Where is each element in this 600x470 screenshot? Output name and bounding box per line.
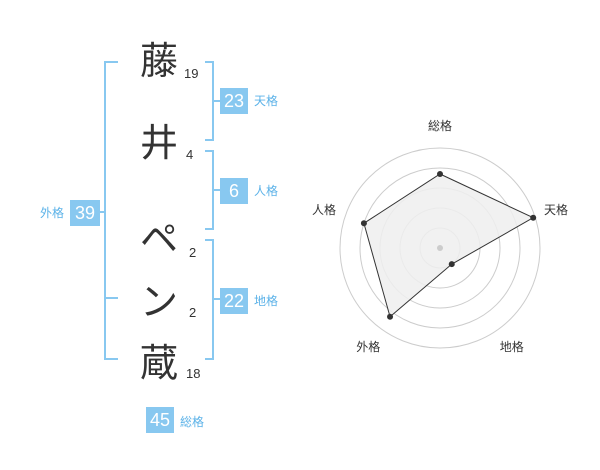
radar-axis-label-1: 総格 xyxy=(428,119,453,133)
soukaku-label: 総格 xyxy=(180,415,205,429)
name-char-5: 蔵 xyxy=(140,341,179,385)
name-char-3: ペ xyxy=(140,217,179,261)
chikaku-label: 地格 xyxy=(254,294,279,308)
stroke-count-3: 2 xyxy=(189,245,197,260)
tenkaku-badge: 23 xyxy=(220,88,248,114)
gaikaku-badge: 39 xyxy=(70,200,100,226)
name-char-1: 藤 xyxy=(140,39,179,83)
jinkaku-label: 人格 xyxy=(254,184,279,198)
radar-axis-label-3: 地格 xyxy=(499,339,524,354)
radar-ring xyxy=(359,167,521,329)
radar-point-5 xyxy=(360,220,367,227)
radar-axis-label-5: 人格 xyxy=(311,203,336,218)
jinkaku-badge: 6 xyxy=(220,178,248,204)
stroke-count-5: 18 xyxy=(186,366,201,381)
radar-center-dot xyxy=(437,245,443,251)
radar-ring xyxy=(339,147,541,349)
radar-point-4 xyxy=(387,313,394,320)
name-char-2: 井 xyxy=(140,121,179,165)
stroke-count-2: 4 xyxy=(186,147,194,162)
gaikaku-label: 外格 xyxy=(40,206,65,220)
radar-point-2 xyxy=(530,214,537,221)
radar-axis-label-4: 外格 xyxy=(356,339,381,354)
stroke-count-4: 2 xyxy=(189,305,197,320)
chikaku-badge: 22 xyxy=(220,288,248,314)
soukaku-badge: 45 xyxy=(146,407,174,433)
radar-polygon xyxy=(363,173,535,318)
stroke-count-1: 19 xyxy=(184,66,199,81)
radar-point-1 xyxy=(437,171,443,177)
name-char-4: ン xyxy=(140,280,179,324)
radar-axis-label-2: 天格 xyxy=(544,203,569,218)
radar-point-3 xyxy=(448,261,455,268)
tenkaku-label: 天格 xyxy=(254,94,279,108)
gaikaku-bracket xyxy=(104,61,118,360)
